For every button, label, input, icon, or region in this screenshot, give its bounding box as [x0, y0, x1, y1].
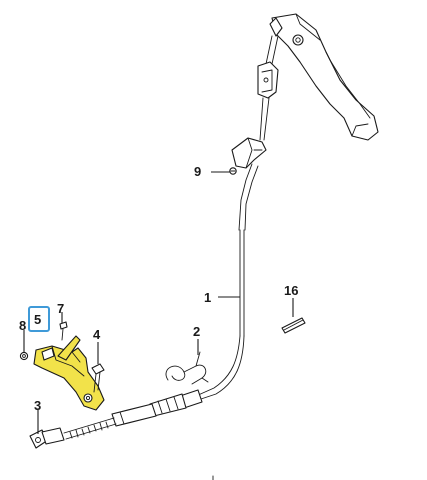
cable-assembly [63, 163, 259, 440]
callout-3: 3 [34, 398, 41, 413]
screw-7 [59, 321, 68, 341]
cable-end-knob [29, 427, 65, 449]
callout-2: 2 [193, 324, 200, 339]
callout-9: 9 [194, 164, 201, 179]
release-arm [33, 335, 105, 411]
cable-guide-bracket [231, 137, 267, 169]
screw-9 [229, 167, 237, 175]
bolt-4 [91, 363, 105, 393]
callout-7: 7 [57, 301, 64, 316]
callout-8: 8 [19, 318, 26, 333]
callout-5: 5 [34, 312, 41, 327]
leader-lines [23, 171, 294, 434]
lever-bracket [265, 13, 379, 141]
callout-16: 16 [284, 283, 298, 298]
highlight-box-5 [28, 306, 50, 332]
callout-1: 1 [204, 290, 211, 305]
rod-clevis [257, 61, 279, 141]
pin-16 [281, 317, 306, 334]
callout-4: 4 [93, 327, 101, 342]
nut-8 [19, 351, 29, 361]
retainer-clip [165, 351, 209, 385]
